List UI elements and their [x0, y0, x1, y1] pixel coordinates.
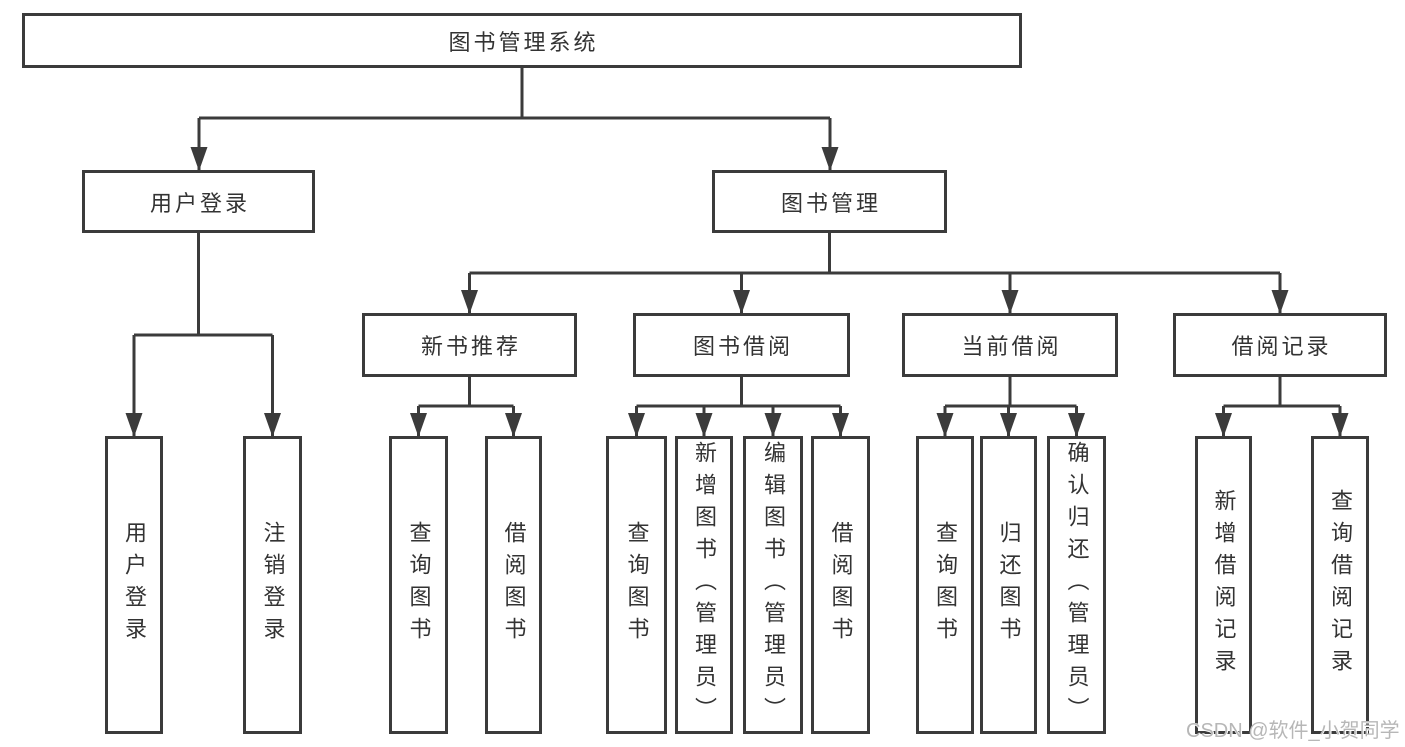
node-leaf-query-borrow-record: 查询借阅记录: [1311, 436, 1369, 734]
node-leaf-add-borrow-record: 新增借阅记录: [1195, 436, 1252, 734]
node-leaf-query-book-2-label: 查询图书: [624, 521, 650, 649]
node-leaf-add-borrow-record-label: 新增借阅记录: [1211, 489, 1237, 681]
node-borrow-record-label: 借阅记录: [1231, 334, 1332, 359]
node-book-borrow: 图书借阅: [633, 313, 850, 377]
node-current-borrow-label: 当前借阅: [961, 334, 1062, 359]
node-user-login-label: 用户登录: [149, 190, 250, 216]
node-leaf-logout-login: 注销登录: [243, 436, 302, 734]
node-leaf-user-login: 用户登录: [105, 436, 163, 734]
node-leaf-borrow-book-2: 借阅图书: [811, 436, 870, 734]
watermark: CSDN @软件_小贺同学: [1186, 720, 1400, 742]
node-leaf-add-book-admin-label: 新增图书（管理员）: [692, 441, 717, 729]
node-leaf-query-book-3-label: 查询图书: [933, 521, 958, 649]
node-leaf-query-book-1-label: 查询图书: [406, 521, 432, 649]
node-leaf-borrow-book-1: 借阅图书: [485, 436, 542, 734]
node-book-management-label: 图书管理: [780, 190, 881, 216]
node-new-book-recommend-label: 新书推荐: [420, 334, 521, 359]
node-leaf-confirm-return-admin: 确认归还（管理员）: [1047, 436, 1106, 734]
node-leaf-edit-book-admin: 编辑图书（管理员）: [743, 436, 803, 734]
node-leaf-return-book: 归还图书: [980, 436, 1037, 734]
node-leaf-query-book-1: 查询图书: [389, 436, 448, 734]
node-borrow-record: 借阅记录: [1173, 313, 1387, 377]
node-leaf-borrow-book-2-label: 借阅图书: [828, 521, 854, 649]
node-leaf-confirm-return-admin-label: 确认归还（管理员）: [1064, 441, 1090, 729]
node-leaf-return-book-label: 归还图书: [996, 521, 1022, 649]
node-new-book-recommend: 新书推荐: [362, 313, 577, 377]
node-root-label: 图书管理系统: [448, 29, 599, 55]
node-current-borrow: 当前借阅: [902, 313, 1118, 377]
node-leaf-borrow-book-1-label: 借阅图书: [501, 521, 527, 649]
node-leaf-logout-login-label: 注销登录: [260, 521, 286, 649]
node-leaf-user-login-label: 用户登录: [122, 521, 147, 649]
node-user-login: 用户登录: [82, 170, 315, 233]
node-book-management: 图书管理: [712, 170, 947, 233]
node-leaf-query-borrow-record-label: 查询借阅记录: [1328, 489, 1353, 681]
node-leaf-edit-book-admin-label: 编辑图书（管理员）: [761, 441, 786, 729]
node-leaf-add-book-admin: 新增图书（管理员）: [675, 436, 733, 734]
node-root: 图书管理系统: [22, 13, 1022, 68]
node-leaf-query-book-2: 查询图书: [606, 436, 667, 734]
node-book-borrow-label: 图书借阅: [692, 334, 793, 359]
node-leaf-query-book-3: 查询图书: [916, 436, 974, 734]
